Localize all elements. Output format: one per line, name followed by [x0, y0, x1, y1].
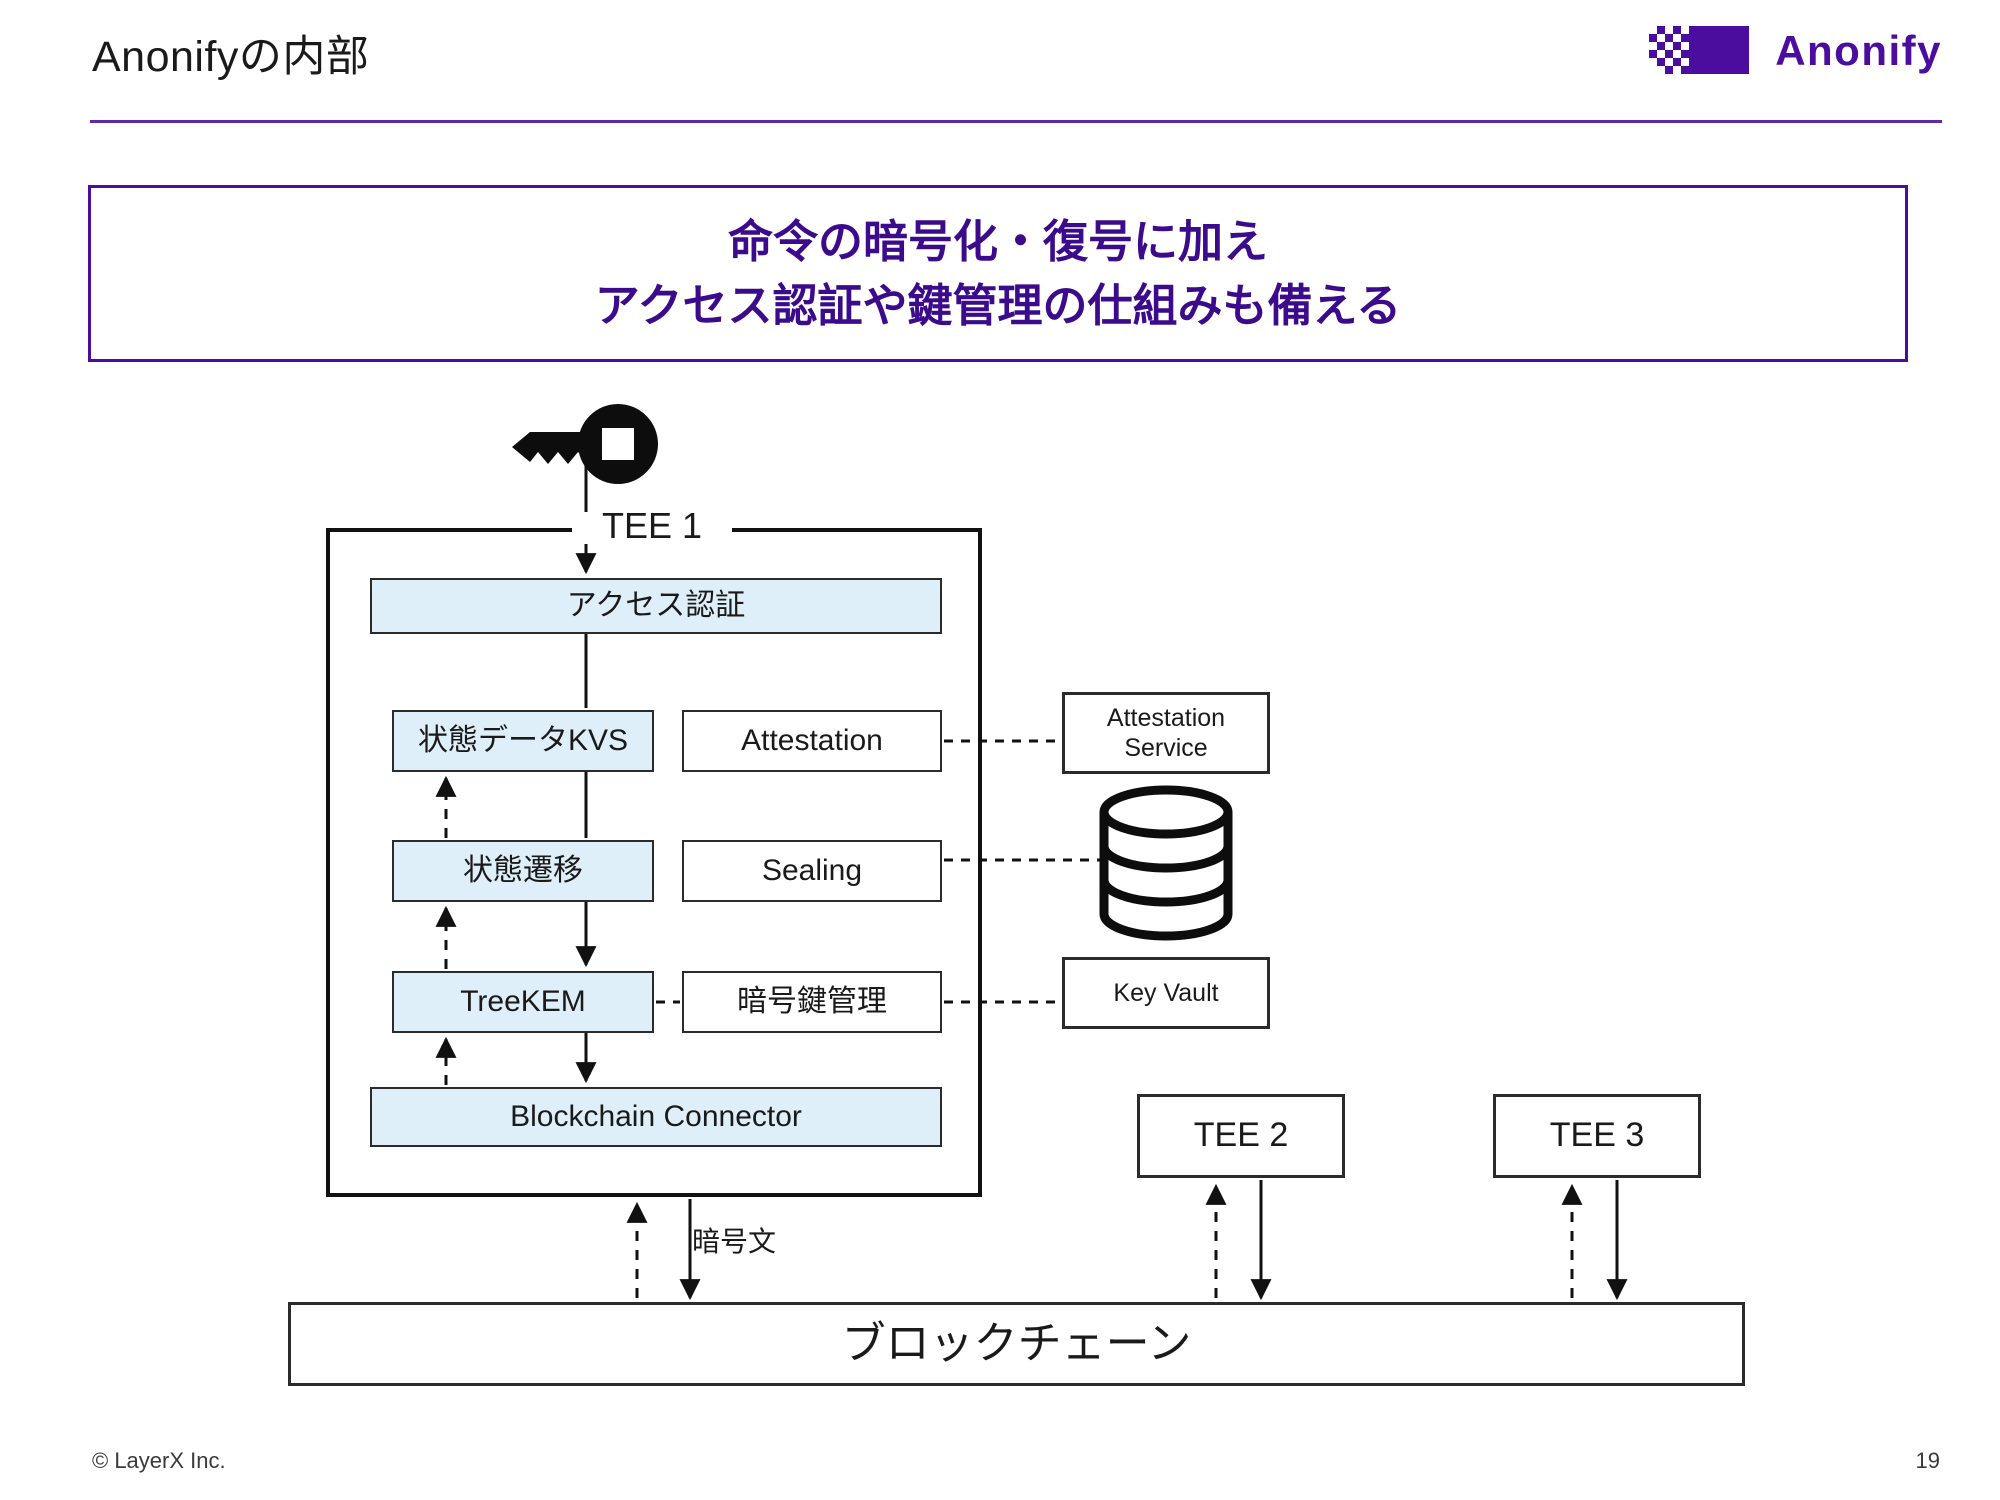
callout-line-2: アクセス認証や鍵管理の仕組みも備える: [594, 279, 1402, 331]
callout-line-1: 命令の暗号化・復号に加え: [727, 215, 1268, 267]
node-treekem[interactable]: TreeKEM: [392, 971, 654, 1033]
brand-logo: Anonify: [1649, 26, 1942, 76]
node-attestation[interactable]: Attestation: [682, 710, 942, 772]
node-tee3[interactable]: TEE 3: [1493, 1094, 1701, 1178]
header-divider: [90, 120, 1942, 123]
tee1-label: TEE 1: [601, 505, 703, 546]
node-state-data-kvs[interactable]: 状態データKVS: [392, 710, 654, 772]
footer-page-number: 19: [1915, 1448, 1940, 1473]
node-sealing[interactable]: Sealing: [682, 840, 942, 902]
key-icon: [512, 404, 658, 484]
node-state-transition[interactable]: 状態遷移: [392, 840, 654, 902]
brand-name: Anonify: [1775, 27, 1942, 74]
attestation-service-line-2: Service: [1124, 734, 1208, 762]
node-attestation-service[interactable]: Attestation Service: [1062, 692, 1270, 774]
node-blockchain[interactable]: ブロックチェーン: [288, 1302, 1745, 1386]
callout-box: 命令の暗号化・復号に加え アクセス認証や鍵管理の仕組みも備える: [88, 185, 1908, 362]
edge-label-ciphertext: 暗号文: [692, 1226, 777, 1257]
attestation-service-line-1: Attestation: [1106, 703, 1226, 732]
node-blockchain-connector[interactable]: Blockchain Connector: [370, 1087, 942, 1147]
page-title: Anonifyの内部: [92, 33, 370, 81]
tee1-label-gap: [572, 512, 732, 544]
node-tee2[interactable]: TEE 2: [1137, 1094, 1345, 1178]
database-cylinder-icon: [1099, 785, 1233, 941]
anonify-checkerboard-logo-icon: [1649, 26, 1750, 74]
node-key-management[interactable]: 暗号鍵管理: [682, 971, 942, 1033]
node-key-vault[interactable]: Key Vault: [1062, 957, 1270, 1029]
footer-copyright: © LayerX Inc.: [92, 1448, 226, 1473]
node-access-auth[interactable]: アクセス認証: [370, 578, 942, 634]
